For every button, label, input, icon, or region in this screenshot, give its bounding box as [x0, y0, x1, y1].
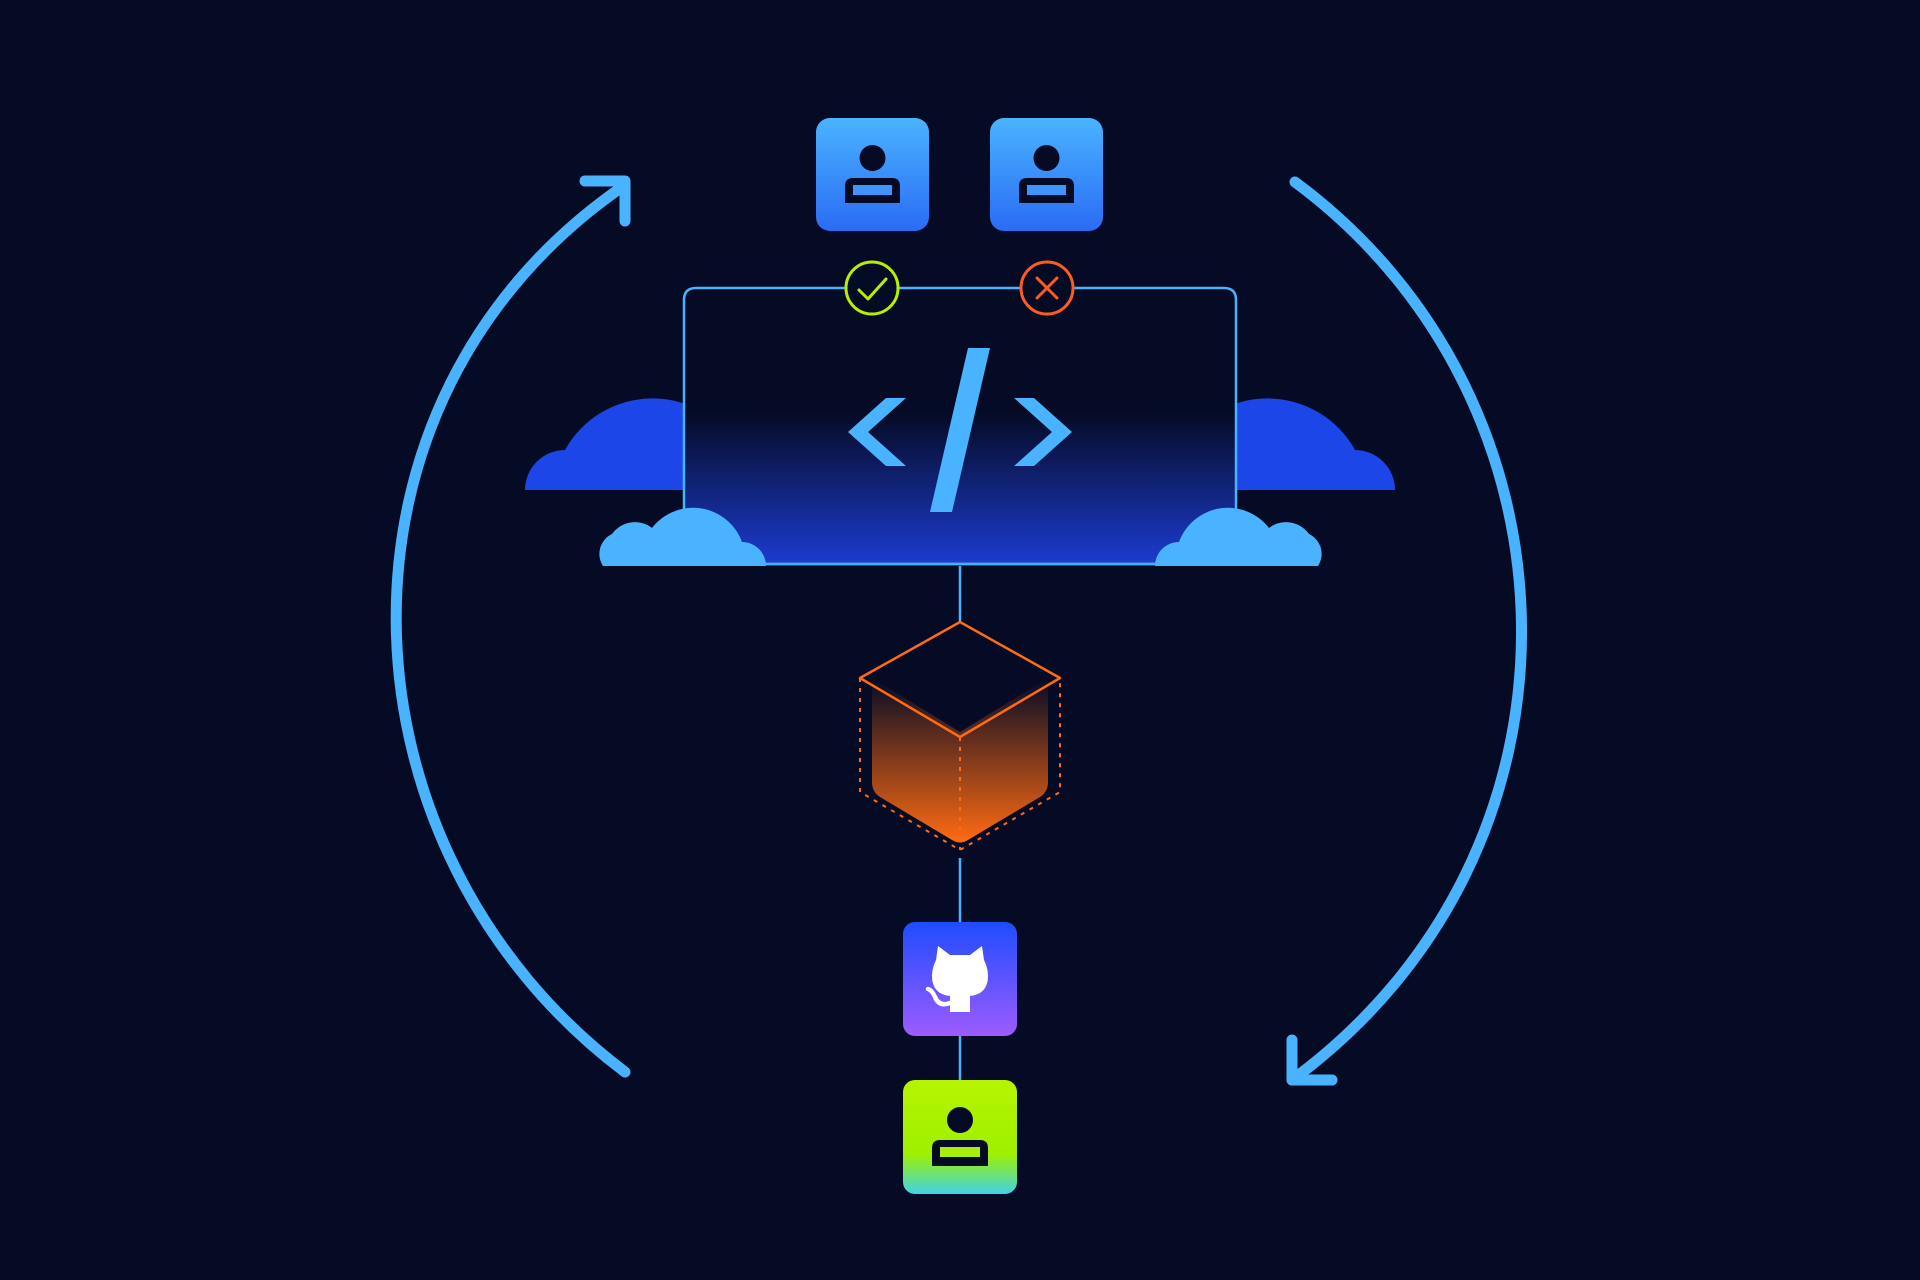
arrow-clockwise-up-icon — [390, 175, 631, 1078]
package-cube-icon — [858, 620, 1062, 852]
user-icon — [845, 145, 900, 203]
reviewer-avatar-2 — [990, 118, 1103, 231]
user-icon — [1019, 145, 1074, 203]
arrow-clockwise-down-icon — [1286, 176, 1527, 1086]
x-icon — [1035, 276, 1059, 300]
user-icon — [932, 1107, 988, 1166]
cloud-right-front — [1155, 507, 1322, 566]
github-icon — [925, 946, 988, 1012]
code-brackets-icon — [848, 348, 1072, 512]
reviewer-avatar-1 — [816, 118, 929, 231]
code-window — [682, 286, 1238, 566]
github-repo-tile — [903, 922, 1017, 1036]
approved-badge — [844, 260, 900, 316]
author-avatar — [903, 1080, 1017, 1194]
cloud-left-front — [599, 507, 766, 566]
check-icon — [857, 277, 888, 301]
rejected-badge — [1019, 260, 1075, 316]
